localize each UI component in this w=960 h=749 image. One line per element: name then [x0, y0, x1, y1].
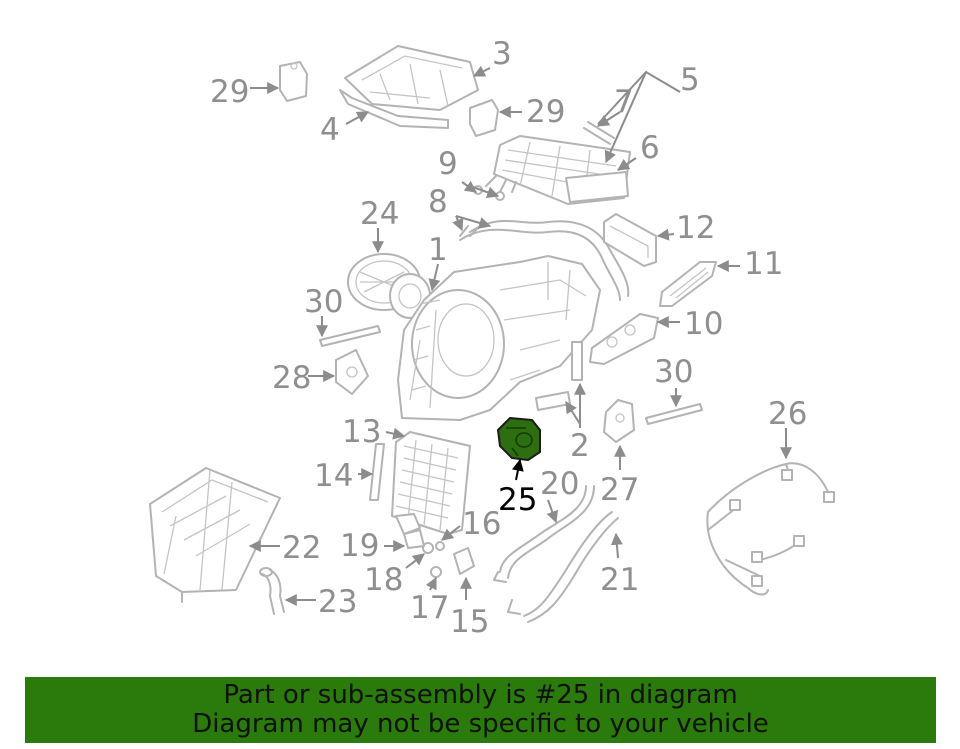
part-13-evaporator	[391, 431, 471, 535]
callout-20: 20	[540, 466, 579, 502]
callout-29-right: 29	[526, 94, 565, 130]
part-16-ring	[422, 541, 445, 554]
part-10-door	[589, 313, 659, 365]
callout-22: 22	[282, 530, 321, 566]
callout-4: 4	[320, 112, 340, 148]
leader-lines	[248, 65, 792, 606]
part-27-actuator	[603, 399, 635, 443]
part-20-21-lines	[493, 485, 619, 623]
callout-5: 5	[680, 62, 700, 98]
parts-diagram: 3 4 29 29 5 7 6 9 8 12 11 10 24 1 30 28 …	[149, 36, 835, 640]
callout-25: 25	[498, 482, 537, 518]
callout-10: 10	[684, 306, 723, 342]
part-29-bracket-left	[279, 61, 308, 102]
callout-1: 1	[428, 232, 448, 268]
banner-line-disclaimer: Diagram may not be specific to your vehi…	[192, 709, 769, 739]
callout-27: 27	[600, 472, 639, 508]
part-25-highlighted	[497, 417, 541, 461]
callout-6: 6	[640, 130, 660, 166]
part-17-seal	[430, 566, 442, 578]
callout-26: 26	[768, 396, 807, 432]
callout-9: 9	[438, 146, 458, 182]
part-7-seal	[583, 121, 615, 145]
callout-2: 2	[570, 428, 590, 464]
part-11-filter	[659, 261, 717, 307]
callout-21: 21	[600, 562, 639, 598]
callout-16: 16	[462, 506, 501, 542]
part-30-rod-right	[645, 403, 703, 425]
callout-12: 12	[676, 210, 715, 246]
callout-30-right: 30	[654, 354, 693, 390]
part-14-strip	[369, 443, 385, 501]
callout-23: 23	[318, 584, 357, 620]
callout-8: 8	[428, 184, 448, 220]
callout-28: 28	[272, 360, 311, 396]
part-8-pipes	[459, 185, 630, 301]
callout-24: 24	[360, 196, 399, 232]
part-23-elbow	[259, 567, 285, 615]
part-15-valve	[453, 547, 475, 575]
part-30-rod-left	[319, 325, 381, 347]
callout-17: 17	[410, 590, 449, 626]
callout-19: 19	[340, 528, 379, 564]
part-22-case	[149, 467, 281, 603]
part-29-bracket-right	[469, 99, 499, 137]
callout-14: 14	[314, 458, 353, 494]
part-1-housing	[397, 255, 601, 421]
part-28-actuator	[335, 349, 369, 395]
part-26-harness	[706, 462, 835, 596]
callout-3: 3	[492, 36, 512, 72]
callout-29-left: 29	[210, 74, 249, 110]
callout-15: 15	[450, 604, 489, 640]
callout-7: 7	[614, 84, 634, 120]
callout-30-left: 30	[304, 284, 343, 320]
info-banner: Part or sub-assembly is #25 in diagram D…	[25, 677, 936, 743]
part-6-heater-core	[485, 135, 631, 205]
callout-18: 18	[364, 562, 403, 598]
part-12-gasket	[603, 213, 657, 267]
part-3-cover	[339, 45, 479, 129]
callout-13: 13	[342, 414, 381, 450]
part-2-seal	[535, 341, 583, 411]
banner-line-part: Part or sub-assembly is #25 in diagram	[223, 680, 738, 710]
callout-11: 11	[744, 246, 783, 282]
callout-labels: 3 4 29 29 5 7 6 9 8 12 11 10 24 1 30 28 …	[210, 36, 807, 640]
